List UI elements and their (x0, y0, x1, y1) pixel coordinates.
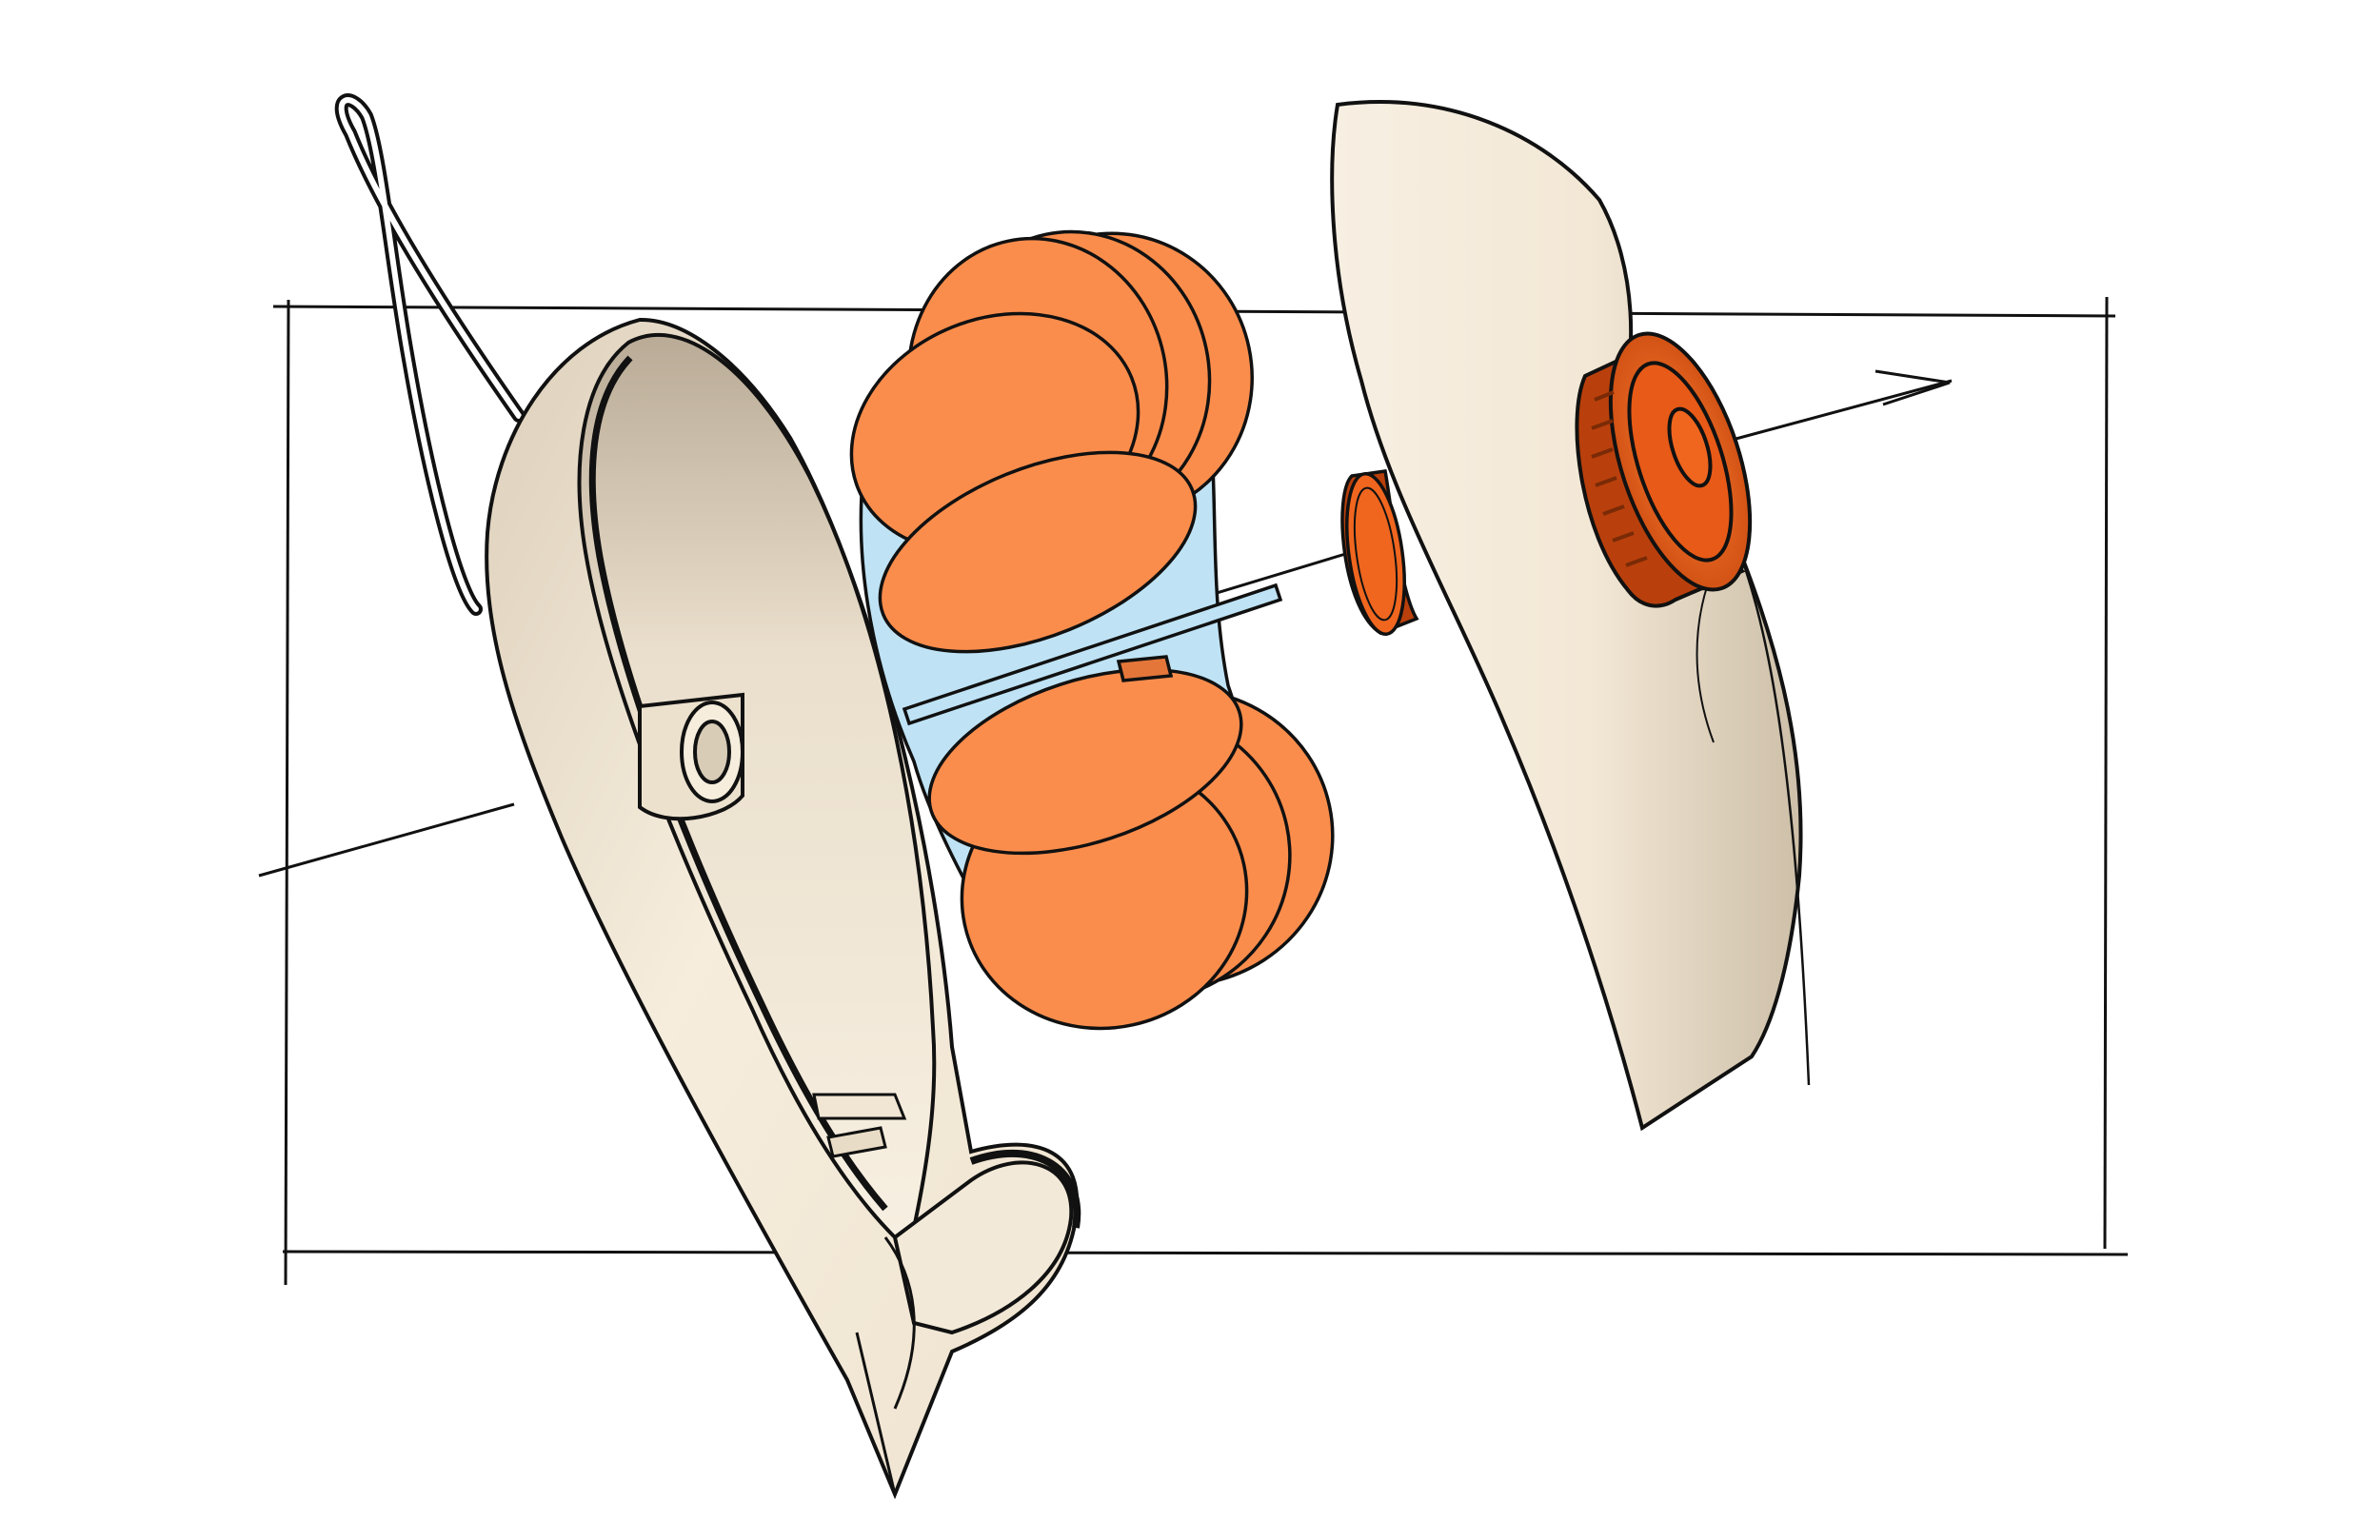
small-gear (1340, 469, 1419, 637)
left-housing-shell (485, 317, 1081, 1500)
large-knob (1575, 331, 1753, 608)
disc-stack (849, 229, 1335, 1031)
wire-hanger (334, 93, 526, 616)
center-hub (638, 692, 744, 821)
